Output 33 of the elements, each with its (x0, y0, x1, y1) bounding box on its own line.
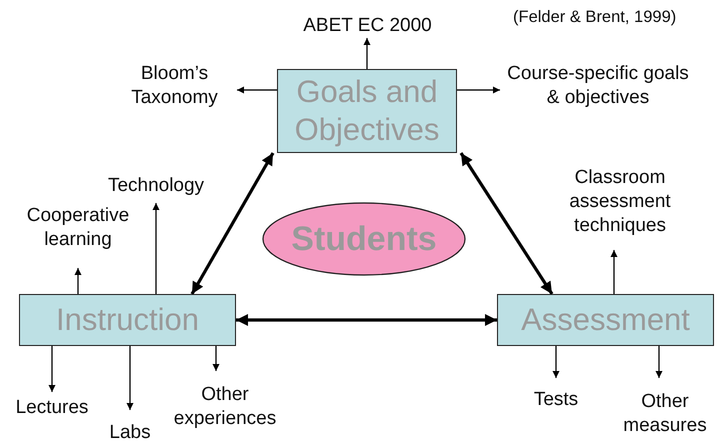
process-box (19, 294, 236, 346)
process-box (277, 69, 457, 153)
double-arrow (460, 152, 554, 295)
node-title: Students (291, 227, 437, 251)
topic-label: Tests (534, 388, 578, 412)
node-title: Instruction (56, 301, 199, 339)
arrow (610, 250, 618, 294)
process-box (497, 294, 714, 346)
double-arrow (236, 314, 497, 326)
topic-label: Other measures (622, 390, 708, 438)
arrow (126, 346, 134, 410)
arrow (74, 268, 82, 294)
topic-label: ABET EC 2000 (303, 14, 432, 38)
topic-label: Other experiences (172, 383, 278, 431)
arrow (212, 346, 220, 371)
citation: (Felder & Brent, 1999) (513, 8, 676, 27)
topic-label: Technology (108, 174, 204, 198)
arrow (457, 86, 500, 94)
topic-label: Bloom’s Taxonomy (130, 62, 219, 110)
topic-label: Cooperative learning (26, 204, 130, 252)
topic-label: Labs (109, 421, 151, 445)
double-arrow (190, 152, 274, 295)
arrow (552, 346, 560, 378)
arrow (237, 86, 277, 94)
arrow (364, 38, 370, 69)
topic-label: Course-specific goals & objectives (506, 62, 690, 110)
arrow (152, 203, 160, 294)
node-title: Goals and Objectives (294, 73, 440, 149)
topic-label: Lectures (16, 396, 88, 420)
arrow (48, 346, 56, 392)
arrow (656, 346, 662, 378)
node-title: Assessment (521, 301, 690, 339)
topic-label: Classroom assessment techniques (568, 166, 672, 238)
